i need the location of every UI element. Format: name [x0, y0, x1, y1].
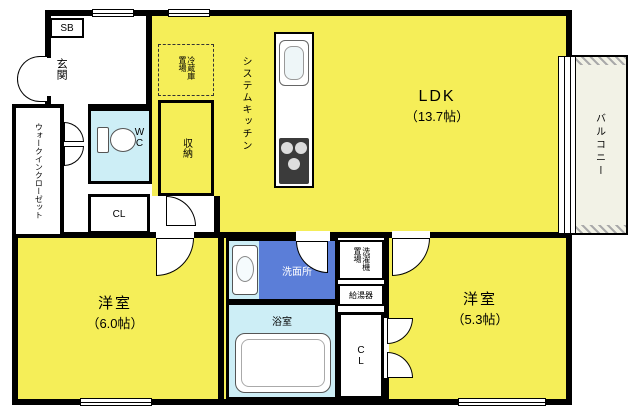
front-door-arc: [17, 56, 47, 102]
western-room-2-label: 洋室: [462, 291, 497, 308]
water-heater-label: 給湯器: [349, 290, 373, 300]
kitchen-sink-basin: [284, 46, 304, 80]
bedroom2-door-gap: [392, 231, 430, 241]
washer-space-label: 洗濯機置場: [353, 247, 371, 271]
stove-icon: [279, 138, 309, 184]
bathroom: 浴室: [226, 302, 338, 400]
walk-in-closet: ウォークインクローゼット: [12, 104, 64, 238]
western-room-1-label: 洋室: [97, 295, 132, 312]
washer-space: 洗濯機置場: [338, 240, 384, 280]
balcony-label: バルコニー: [593, 112, 605, 178]
balcony-hatch-top: [572, 57, 626, 65]
western-room-1-label-block: 洋室 （6.0帖）: [50, 292, 180, 332]
entrance-area: SB 玄関: [45, 16, 146, 104]
wall-middle: [12, 232, 572, 238]
closet-hall-label: CL: [112, 208, 126, 220]
window-pane-line: [459, 401, 545, 403]
washroom-door-gap: [296, 231, 330, 241]
wc-room: WC: [88, 108, 152, 184]
window-bedroom1: [80, 398, 152, 406]
wall-bedroom1-right: [218, 232, 224, 405]
wall-entrance-left-lower: [45, 96, 51, 108]
ldk-label-block: LDK （13.7帖）: [372, 88, 502, 125]
closet-2-door-gap: [384, 318, 389, 378]
washroom-label: 洗面所: [282, 266, 312, 278]
ldk-size: （13.7帖）: [404, 109, 470, 124]
fridge-space: 冷蔵庫置場: [158, 44, 214, 96]
wall-entrance-right: [146, 10, 152, 112]
closet-2-label: CL: [355, 344, 367, 367]
wc-label: WC: [134, 127, 145, 149]
window-top-hall: [92, 9, 134, 17]
ldk-balcony-window: [558, 56, 576, 234]
storage-room: 収納: [158, 100, 214, 196]
balcony-hatch-bottom: [572, 225, 626, 233]
system-kitchen-label: システムキッチン: [240, 56, 251, 152]
burner-icon: [288, 158, 300, 170]
window-pane-line: [93, 12, 133, 14]
fridge-space-label: 冷蔵庫置場: [178, 56, 196, 80]
corridor-extension: [88, 184, 152, 196]
entrance-label: 玄関: [55, 58, 68, 80]
balcony: バルコニー: [572, 55, 628, 235]
wall-hall-right: [214, 196, 220, 236]
shoe-box-label: SB: [60, 22, 74, 34]
window-pane-line: [564, 57, 565, 233]
wall-entrance-left-upper: [45, 10, 51, 58]
western-room-1-size: （6.0帖）: [86, 316, 144, 331]
window-bedroom2: [458, 398, 546, 406]
bathtub-inner: [241, 339, 325, 387]
window-pane-line: [169, 12, 209, 14]
vanity-basin: [236, 256, 254, 282]
ldk-label: LDK: [418, 88, 456, 105]
window-pane-line: [570, 57, 571, 233]
closet-hall: CL: [88, 194, 150, 234]
toilet-tank-icon: [97, 127, 109, 153]
walk-in-closet-label: ウォークインクローゼット: [34, 123, 44, 219]
storage-label: 収納: [180, 138, 192, 158]
water-heater: 給湯器: [338, 284, 384, 306]
shoe-box: SB: [50, 18, 84, 38]
bedroom1-door-gap: [156, 231, 194, 239]
window-top-kitchen: [168, 9, 210, 17]
wall-entrance-bottom: [88, 104, 152, 110]
kitchen-counter: [274, 32, 314, 188]
western-room-2-size: （5.3帖）: [451, 312, 509, 327]
bathtub-icon: [235, 333, 331, 393]
burner-icon: [295, 142, 307, 154]
closet-2: CL: [338, 312, 384, 399]
western-room-2-label-block: 洋室 （5.3帖）: [415, 288, 545, 328]
window-pane-line: [81, 401, 151, 403]
bathroom-label: 浴室: [272, 317, 292, 328]
toilet-bowl-icon: [110, 128, 136, 152]
burner-icon: [281, 142, 293, 154]
wall-top: [45, 10, 572, 16]
vanity-icon: [232, 245, 258, 295]
kitchen-sink-icon: [279, 40, 309, 86]
